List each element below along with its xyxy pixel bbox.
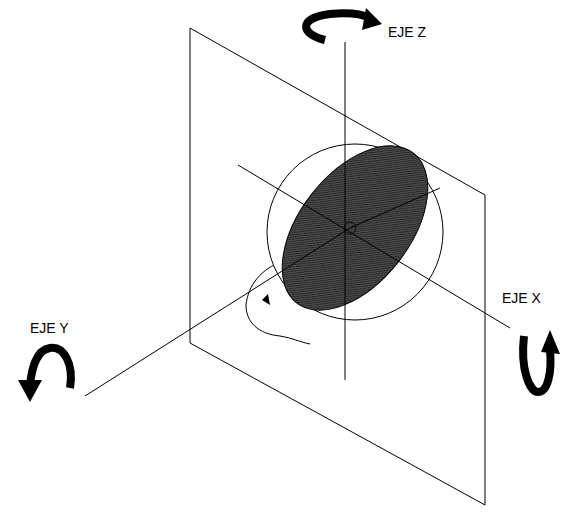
axis-label: EJE X [500,290,543,306]
nose-mark [262,294,270,305]
axis-label: EJE Z [386,24,428,40]
y-axis [85,228,350,396]
x-axis [238,165,510,328]
rotation-arrow [306,13,370,40]
arrow-head [362,8,382,30]
arrow-head [18,380,42,402]
plane [190,28,485,505]
iris-disc [253,119,457,336]
z-axis [345,42,346,380]
axis-line [350,188,440,228]
axis-label: EJE Y [28,320,71,336]
arrow-head [541,330,560,354]
